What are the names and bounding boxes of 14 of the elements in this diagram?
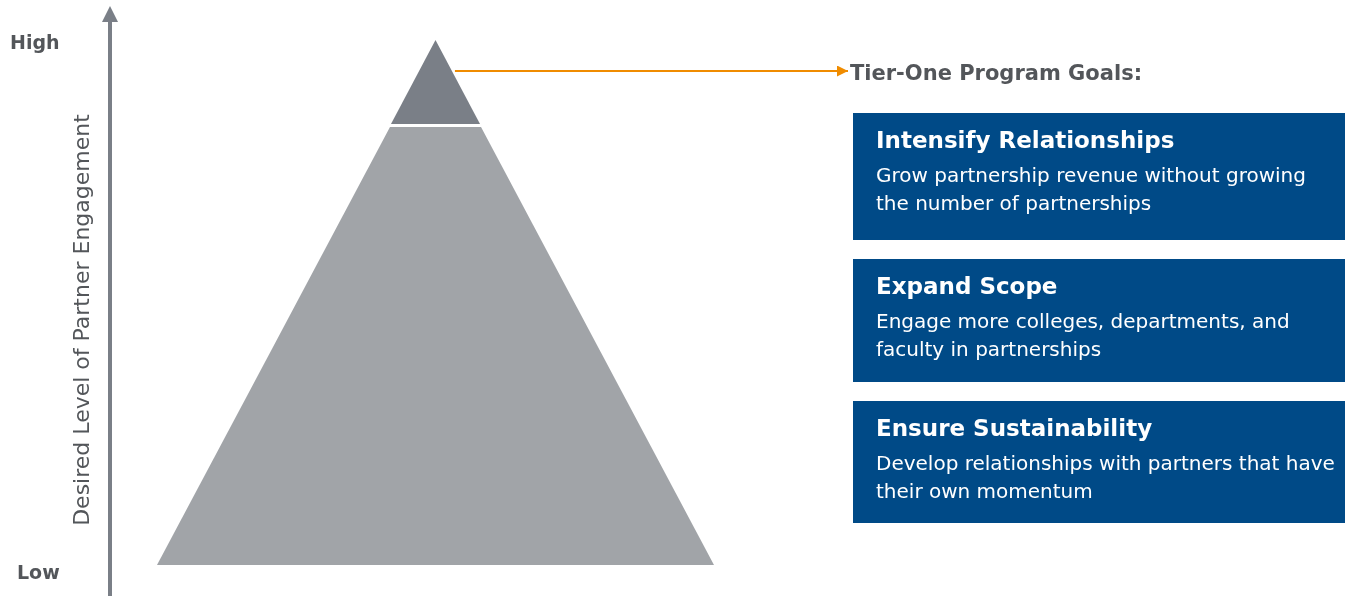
goal-description: Engage more colleges, departments, and faculty in partnerships [876, 308, 1291, 363]
axis-low-label: Low [17, 561, 60, 583]
goals-heading: Tier-One Program Goals: [850, 60, 1230, 88]
goal-heading: Intensify Relationships [876, 126, 1176, 155]
goal-panel [853, 113, 1345, 240]
goal-heading: Ensure Sustainability [876, 414, 1154, 443]
arrow [453, 65, 849, 77]
goal-heading: Expand Scope [876, 272, 1059, 301]
goal-description: Develop relationships with partners that have their own momentum [876, 450, 1335, 505]
axis-title: Desired Level of Partner Engagement [69, 113, 95, 528]
goal-panel [853, 401, 1345, 523]
goal-description: Grow partnership revenue without growing the number of partnerships [876, 162, 1307, 217]
goal-panel [853, 259, 1345, 382]
axis-high-label: High [10, 31, 60, 53]
